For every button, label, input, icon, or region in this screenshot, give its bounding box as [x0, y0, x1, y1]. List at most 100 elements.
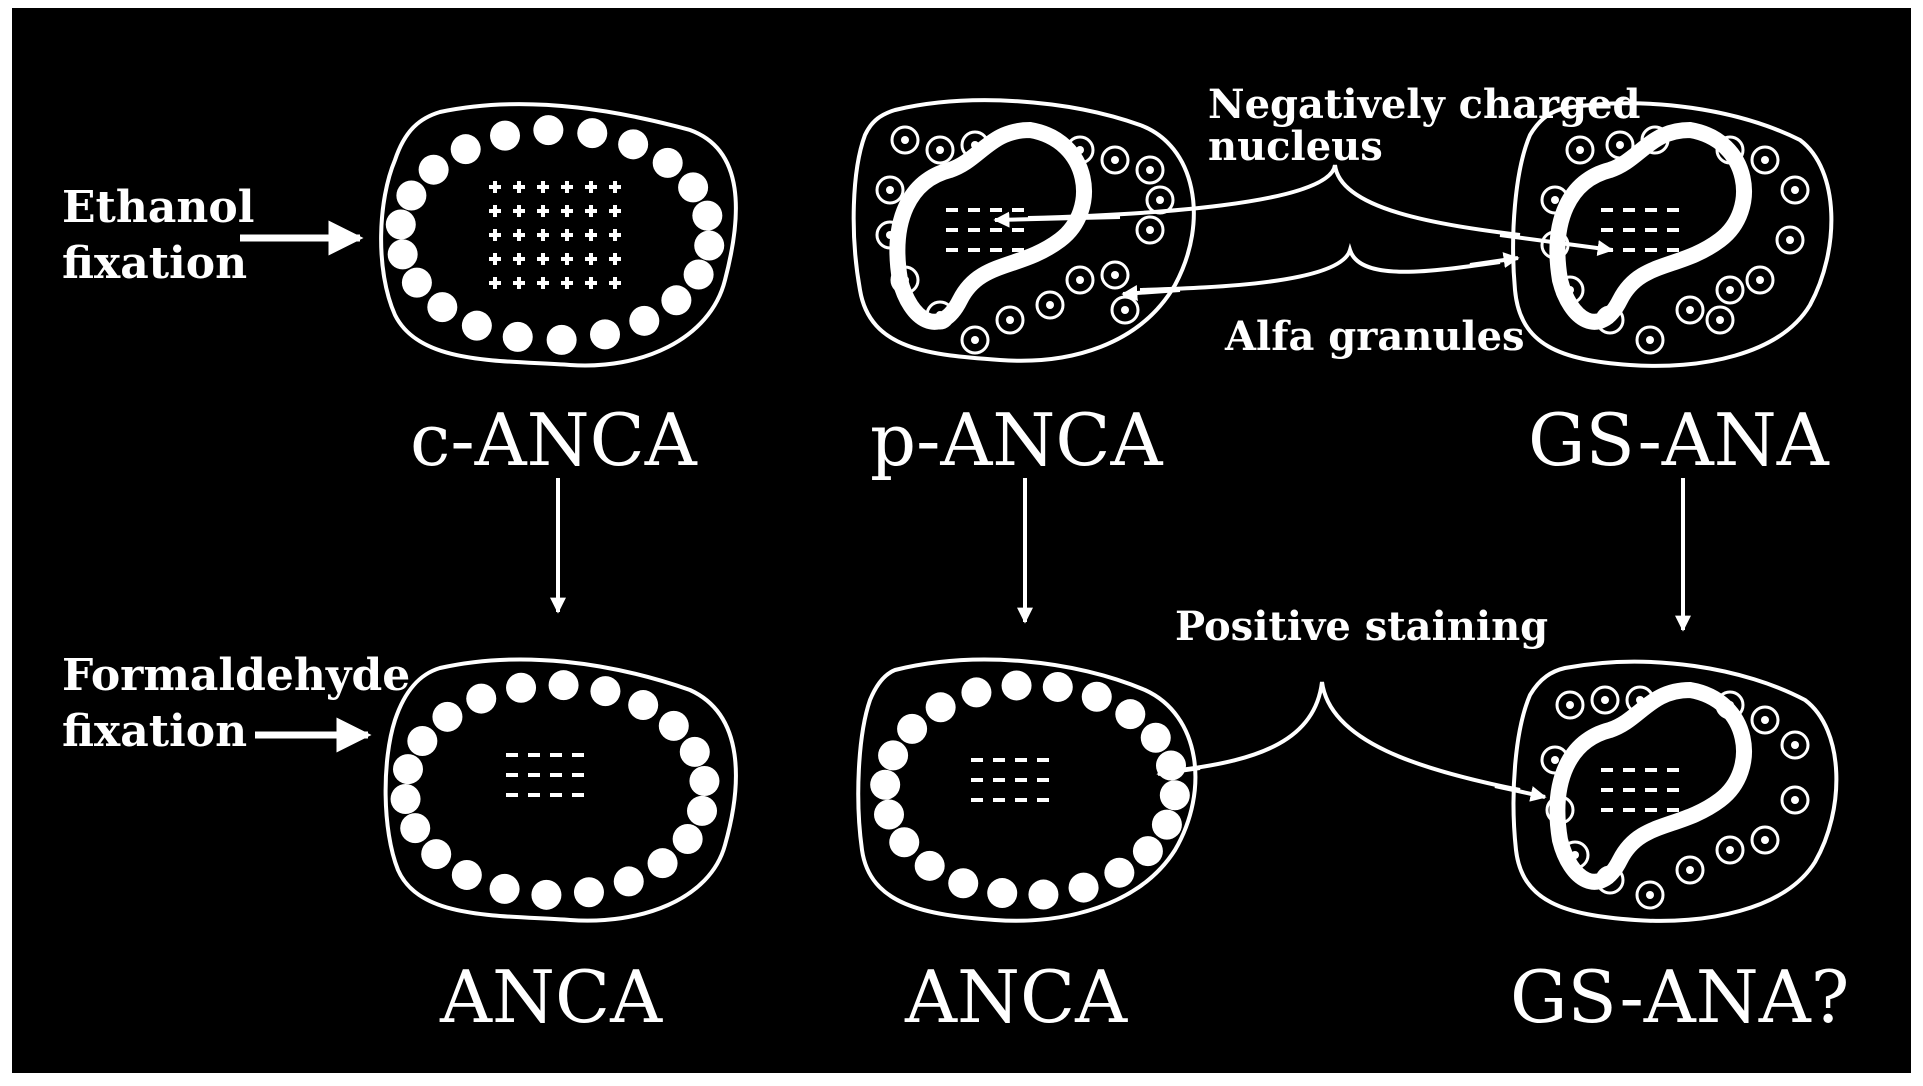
- granule-dot: [1104, 858, 1134, 888]
- alfa-granule: [901, 136, 909, 144]
- granule-dot: [396, 181, 426, 211]
- granule-dot: [689, 766, 719, 796]
- positive-staining-label: Positive staining: [1175, 603, 1548, 650]
- granule-dot: [490, 121, 520, 151]
- granule-dot: [1028, 880, 1058, 910]
- alfa-granule: [1761, 836, 1769, 844]
- granule-dot: [694, 230, 724, 260]
- granule-dot: [926, 692, 956, 722]
- granule-dot: [547, 325, 577, 355]
- granule-dot: [391, 784, 421, 814]
- granule-dot: [648, 848, 678, 878]
- granule-dot: [961, 677, 991, 707]
- granule-dot: [432, 702, 462, 732]
- alfa-granule: [1686, 306, 1694, 314]
- granule-dot: [386, 210, 416, 240]
- alfa-granule: [1566, 286, 1574, 294]
- granule-dot: [506, 673, 536, 703]
- granule-dot: [680, 737, 710, 767]
- granule-dot: [915, 851, 945, 881]
- alfa-granule: [1756, 276, 1764, 284]
- alfa-granule: [1551, 196, 1559, 204]
- granule-dot: [1069, 873, 1099, 903]
- alfa-granule: [886, 231, 894, 239]
- negatively-charged-label-line2: nucleus: [1208, 123, 1383, 170]
- granule-dot: [388, 239, 418, 269]
- alfa-granule: [1606, 316, 1614, 324]
- label-p-anca: p-ANCA: [870, 398, 1164, 482]
- granule-dot: [1133, 836, 1163, 866]
- granule-dot: [653, 148, 683, 178]
- alfa-granule: [971, 336, 979, 344]
- alfa-granule: [886, 186, 894, 194]
- granule-dot: [503, 322, 533, 352]
- granule-dot: [462, 311, 492, 341]
- alfa-granule: [1726, 701, 1734, 709]
- granule-dot: [684, 259, 714, 289]
- alfa-granule: [1006, 316, 1014, 324]
- alfa-granule: [1076, 146, 1084, 154]
- alfa-granule: [1571, 851, 1579, 859]
- granule-dot: [574, 877, 604, 907]
- granule-dot: [393, 754, 423, 784]
- alfa-granule: [1121, 306, 1129, 314]
- alfa-granule: [1566, 701, 1574, 709]
- granule-dot: [661, 285, 691, 315]
- alfa-granule: [1791, 741, 1799, 749]
- formaldehyde-label-line2: fixation: [62, 706, 247, 757]
- alfa-granule: [1636, 696, 1644, 704]
- alfa-granule: [936, 311, 944, 319]
- alfa-granule: [1556, 806, 1564, 814]
- granule-dot: [1043, 672, 1073, 702]
- granule-dot: [889, 827, 919, 857]
- granule-dot: [407, 726, 437, 756]
- negatively-charged-label-line1: Negatively charged: [1208, 81, 1640, 128]
- label-c-anca: c-ANCA: [410, 398, 698, 482]
- alfa-granule: [1726, 146, 1734, 154]
- alfa-granule: [1046, 301, 1054, 309]
- granule-dot: [987, 878, 1017, 908]
- alfa-granule: [1791, 186, 1799, 194]
- granule-dot: [590, 319, 620, 349]
- granule-dot: [687, 796, 717, 826]
- granule-dot: [614, 866, 644, 896]
- granule-dot: [678, 172, 708, 202]
- granule-dot: [590, 676, 620, 706]
- alfa-granule: [1576, 146, 1584, 154]
- granule-dot: [878, 740, 908, 770]
- granule-dot: [1082, 682, 1112, 712]
- granule-dot: [531, 880, 561, 910]
- alfa-granule: [1076, 276, 1084, 284]
- granule-dot: [1002, 670, 1032, 700]
- alfa-granule: [1606, 876, 1614, 884]
- alfa-granule: [901, 276, 909, 284]
- granule-dot: [659, 711, 689, 741]
- alfa-granule: [1786, 236, 1794, 244]
- alfa-granule: [1726, 846, 1734, 854]
- alfa-granule: [1551, 756, 1559, 764]
- granule-dot: [421, 839, 451, 869]
- granule-dot: [1115, 699, 1145, 729]
- alfa-granule: [1791, 796, 1799, 804]
- granule-dot: [1141, 723, 1171, 753]
- granule-dot: [427, 292, 457, 322]
- alfa-granule: [971, 141, 979, 149]
- ethanol-label-line1: Ethanol: [62, 182, 254, 233]
- granule-dot: [549, 670, 579, 700]
- granule-dot: [452, 860, 482, 890]
- granule-dot: [692, 201, 722, 231]
- label-gs-ana: GS-ANA: [1528, 398, 1830, 482]
- granule-dot: [1156, 750, 1186, 780]
- granule-dot: [466, 684, 496, 714]
- alfa-granule: [1146, 226, 1154, 234]
- granule-dot: [629, 306, 659, 336]
- alfa-granule: [1651, 136, 1659, 144]
- granule-dot: [1160, 780, 1190, 810]
- ethanol-label-line2: fixation: [62, 238, 247, 289]
- label-anca-left: ANCA: [439, 955, 663, 1039]
- alfa-granule: [1761, 716, 1769, 724]
- granule-dot: [673, 824, 703, 854]
- granule-dot: [628, 690, 658, 720]
